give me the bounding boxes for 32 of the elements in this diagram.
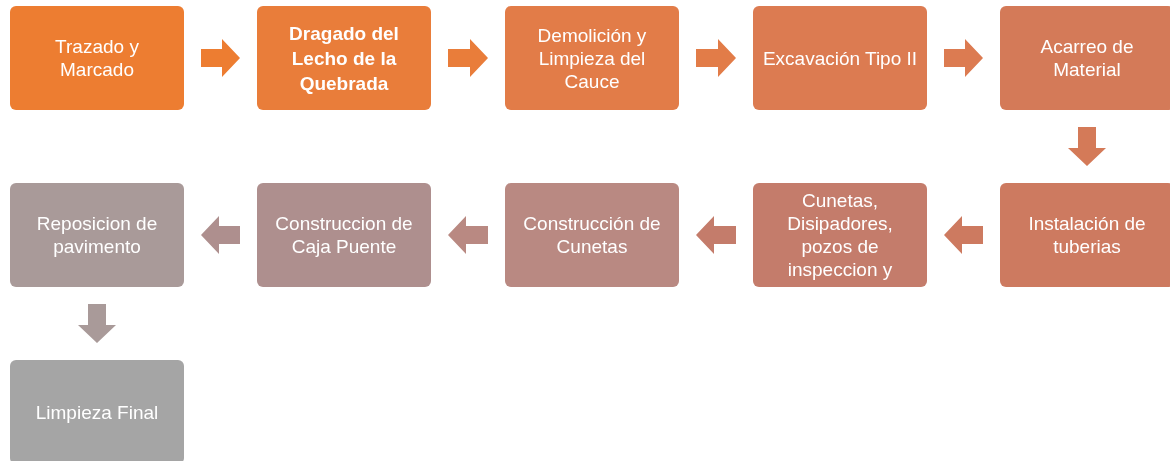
- step-label: Acarreo de Material: [1039, 35, 1135, 81]
- step-label: Construcción de Cunetas: [522, 212, 662, 258]
- block-arrow: [78, 304, 116, 343]
- process-box: [257, 6, 431, 110]
- step-label: Instalación de tuberias: [1027, 212, 1147, 258]
- block-arrow: [448, 39, 488, 77]
- process-box: [505, 183, 679, 287]
- step-label: Limpieza Final: [35, 400, 159, 424]
- block-arrow: [944, 39, 983, 77]
- process-box: [10, 6, 184, 110]
- step-label: Dragado del Lecho de la Quebrada: [288, 21, 400, 96]
- step-label: Reposicion de pavimento: [35, 212, 159, 258]
- block-arrow: [201, 39, 240, 77]
- process-box: [753, 183, 927, 287]
- step-label: Demolición y Limpieza del Cauce: [536, 23, 648, 93]
- step-label: Construccion de Caja Puente: [274, 212, 414, 258]
- block-arrow: [201, 216, 240, 254]
- block-arrow: [696, 216, 736, 254]
- step-label: Cunetas, Disipadores, pozos de inspeccion y: [786, 189, 894, 281]
- process-box: [10, 360, 184, 461]
- block-arrow: [448, 216, 488, 254]
- step-label: Excavación Tipo II: [762, 46, 918, 70]
- step-label: Trazado y Marcado: [54, 35, 140, 81]
- process-box: [1000, 6, 1170, 110]
- process-box: [1000, 183, 1170, 287]
- block-arrow: [696, 39, 736, 77]
- process-box: [753, 6, 927, 110]
- block-arrow: [1068, 127, 1106, 166]
- block-arrow: [944, 216, 983, 254]
- process-box: [10, 183, 184, 287]
- process-box: [505, 6, 679, 110]
- process-box: [257, 183, 431, 287]
